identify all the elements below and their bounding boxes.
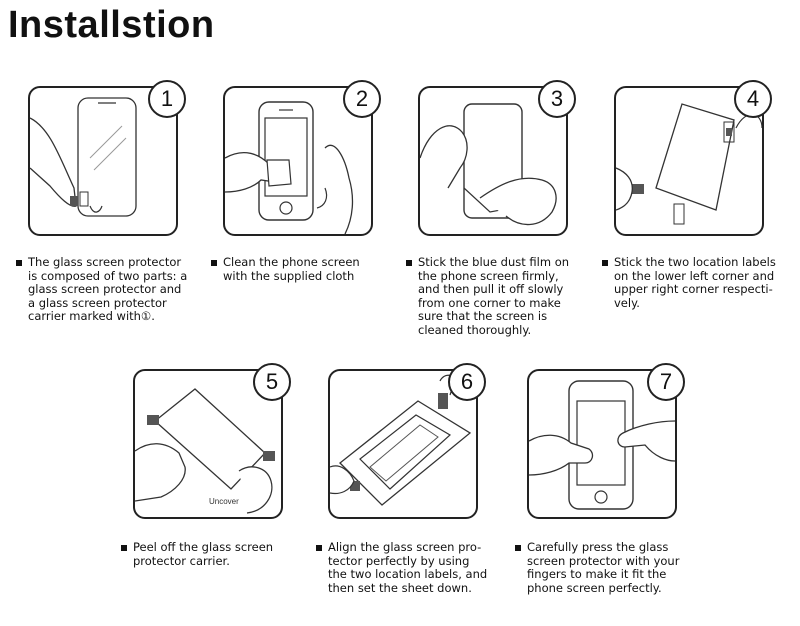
step-3-panel: 3 [418,80,576,236]
step-4-panel: 4 [614,80,772,236]
step-1-panel: 1 [28,80,186,236]
bullet-icon [515,545,521,551]
bullet-icon [602,260,608,266]
page-title: Installstion [8,4,215,46]
step-6-panel: 6 [328,363,486,519]
step-4-number: 4 [734,80,772,118]
step-7-caption: Carefully press the glass screen protect… [515,540,712,595]
step-6-caption: Align the glass screen pro- tector perfe… [316,540,513,595]
step-5-number: 5 [253,363,291,401]
align-protector-illustration [330,374,472,506]
step-5-caption: Peel off the glass screen protector carr… [121,540,313,568]
step-4-caption: Stick the two location labels on the low… [602,255,800,310]
step-6-number: 6 [448,363,486,401]
step-7-number: 7 [647,363,685,401]
dust-film-illustration [420,103,557,226]
step-1-number: 1 [148,80,186,118]
bullet-icon [316,545,322,551]
step-2-panel: 2 [223,80,381,236]
bullet-icon [211,260,217,266]
step-2-number: 2 [343,80,381,118]
location-labels-illustration [616,103,762,225]
bullet-icon [16,260,22,266]
bullet-icon [406,260,412,266]
step-3-caption: Stick the blue dust film on the phone sc… [406,255,598,338]
glass-protector-illustration [30,97,137,217]
uncover-label: Uncover [209,497,239,506]
step-7-panel: 7 [527,363,685,519]
bullet-icon [121,545,127,551]
step-3-number: 3 [538,80,576,118]
step-1-caption: The glass screen protector is composed o… [16,255,218,324]
step-5-panel: Uncover 5 [133,363,291,519]
press-protector-illustration [529,380,675,510]
step-2-caption: Clean the phone screen with the supplied… [211,255,403,283]
peel-carrier-illustration [135,388,275,514]
cleaning-phone-illustration [225,101,354,234]
